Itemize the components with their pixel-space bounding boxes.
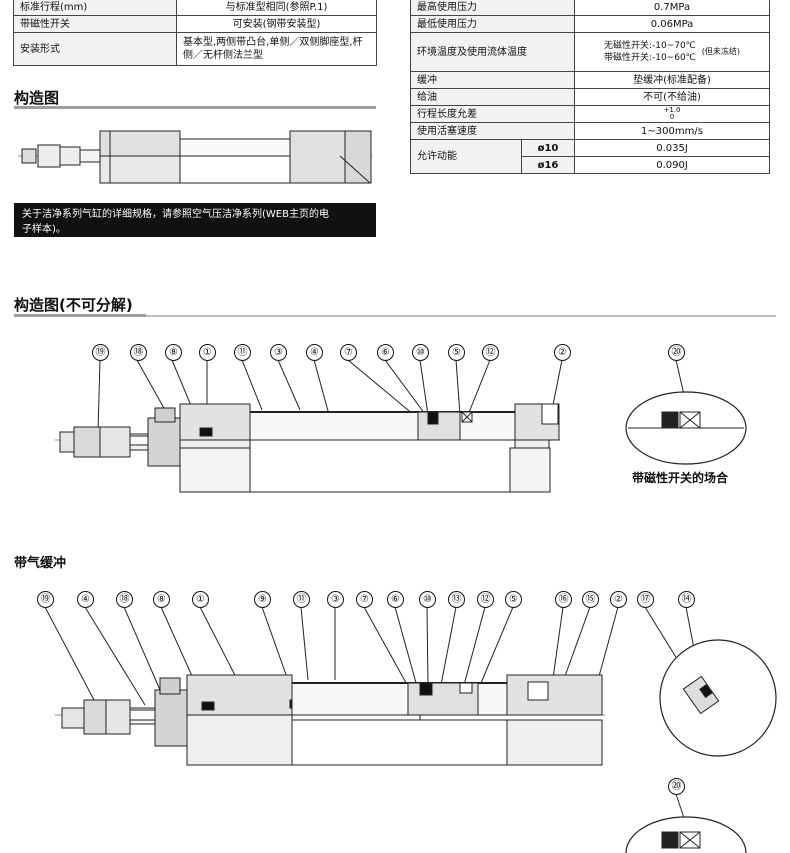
row-value: 0.7MPa	[574, 0, 770, 16]
section-title-non-disassemblable: 构造图(不可分解)	[14, 296, 133, 314]
row-value: 0.06MPa	[574, 15, 770, 33]
row-value: +1.0 0	[574, 105, 770, 123]
callout-20: ⑳	[668, 344, 685, 361]
section-title-structure: 构造图	[14, 89, 60, 107]
energy-value: 0.035J	[574, 139, 770, 157]
row-value: 可安装(钢带安装型)	[176, 15, 377, 33]
callout-12: ⑫	[477, 591, 494, 608]
callout-10: ⑩	[419, 591, 436, 608]
row-label: 安装形式	[13, 32, 177, 66]
callout-1: ①	[192, 591, 209, 608]
table-row: 最低使用压力 0.06MPa	[410, 15, 770, 33]
row-value: 1~300mm/s	[574, 122, 770, 140]
callout-19: ⑲	[92, 344, 109, 361]
table-row: 最高使用压力 0.7MPa	[410, 0, 770, 16]
row-label: 最高使用压力	[410, 0, 575, 16]
callout-15: ⑮	[582, 591, 599, 608]
row-label: 环境温度及使用流体温度	[410, 32, 575, 72]
table-row: 行程长度允差 +1.0 0	[410, 105, 770, 123]
row-label: 使用活塞速度	[410, 122, 575, 140]
table-row: ø16 0.090J	[411, 156, 770, 174]
temp-with-switch: 带磁性开关:-10~60℃	[603, 53, 696, 63]
table-row: 允许动能 ø10 0.035J	[410, 139, 770, 174]
table-row: 使用活塞速度 1~300mm/s	[410, 122, 770, 140]
row-value: 与标准型相同(参照P.1)	[176, 0, 377, 16]
row-value: 无磁性开关:-10~70℃ 带磁性开关:-10~60℃ (但未冻结)	[574, 32, 770, 72]
callout-6: ⑥	[387, 591, 404, 608]
callout-5: ⑤	[448, 344, 465, 361]
callout-20: ⑳	[668, 778, 685, 795]
callout-5: ⑤	[505, 591, 522, 608]
notice-line-1: 关于洁净系列气缸的详细规格，请参照空气压洁净系列(WEB主页的电	[22, 209, 329, 220]
row-value: 垫缓冲(标准配备)	[574, 71, 770, 89]
callout-4: ④	[306, 344, 323, 361]
temp-no-switch: 无磁性开关:-10~70℃	[603, 41, 696, 51]
callout-1: ①	[199, 344, 216, 361]
callout-2: ②	[554, 344, 571, 361]
bore-size: ø16	[521, 156, 575, 174]
clean-series-notice: 关于洁净系列气缸的详细规格，请参照空气压洁净系列(WEB主页的电 子样本)。	[14, 203, 376, 237]
table-row: 安装形式 基本型,两侧带凸台,单侧／双侧脚座型,杆侧／无杆侧法兰型	[13, 32, 377, 66]
row-label: 行程长度允差	[410, 105, 575, 123]
row-label: 最低使用压力	[410, 15, 575, 33]
callout-3: ③	[270, 344, 287, 361]
section-rule	[14, 106, 376, 109]
callout-2: ②	[610, 591, 627, 608]
callout-11: ⑪	[234, 344, 251, 361]
callout-11: ⑪	[293, 591, 310, 608]
callout-8: ⑧	[165, 344, 182, 361]
callout-7: ⑦	[356, 591, 373, 608]
section-rule	[14, 314, 146, 317]
callout-12: ⑫	[482, 344, 499, 361]
tolerance-upper: +1.0	[663, 106, 681, 114]
section-rule-extension	[146, 315, 776, 317]
spec-table-left: 标准行程(mm) 与标准型相同(参照P.1) 带磁性开关 可安装(钢带安装型) …	[13, 0, 377, 66]
row-value: 不可(不给油)	[574, 88, 770, 106]
callout-7: ⑦	[340, 344, 357, 361]
notice-line-2: 子样本)。	[22, 224, 66, 235]
callout-17: ⑰	[637, 591, 654, 608]
row-label: 给油	[410, 88, 575, 106]
row-value: 基本型,两侧带凸台,单侧／双侧脚座型,杆侧／无杆侧法兰型	[176, 32, 377, 66]
callout-4: ④	[77, 591, 94, 608]
callout-18: ⑱	[130, 344, 147, 361]
callout-10: ⑩	[412, 344, 429, 361]
tolerance-lower: 0	[669, 113, 675, 121]
table-row: 带磁性开关 可安装(钢带安装型)	[13, 15, 377, 33]
spec-table-right: 最高使用压力 0.7MPa 最低使用压力 0.06MPa 环境温度及使用流体温度…	[410, 0, 770, 174]
callout-3: ③	[327, 591, 344, 608]
callout-18: ⑱	[116, 591, 133, 608]
callout-8: ⑧	[153, 591, 170, 608]
row-label: 允许动能	[410, 139, 522, 174]
row-label: 缓冲	[410, 71, 575, 89]
callout-9: ⑨	[254, 591, 271, 608]
callout-19: ⑲	[37, 591, 54, 608]
callout-13: ⑬	[448, 591, 465, 608]
row-label: 带磁性开关	[13, 15, 177, 33]
table-row: 环境温度及使用流体温度 无磁性开关:-10~70℃ 带磁性开关:-10~60℃ …	[410, 32, 770, 72]
temp-note: (但未冻结)	[701, 47, 741, 56]
callout-6: ⑥	[377, 344, 394, 361]
energy-value: 0.090J	[574, 156, 770, 174]
table-row: 给油 不可(不给油)	[410, 88, 770, 106]
row-label: 标准行程(mm)	[13, 0, 177, 16]
inset-caption: 带磁性开关的场合	[632, 471, 729, 485]
callout-16: ⑯	[555, 591, 572, 608]
table-row: 缓冲 垫缓冲(标准配备)	[410, 71, 770, 89]
section-title-air-cushion: 带气缓冲	[14, 556, 67, 571]
table-row: 标准行程(mm) 与标准型相同(参照P.1)	[13, 0, 377, 16]
bore-size: ø10	[521, 139, 575, 157]
callout-14: ⑭	[678, 591, 695, 608]
